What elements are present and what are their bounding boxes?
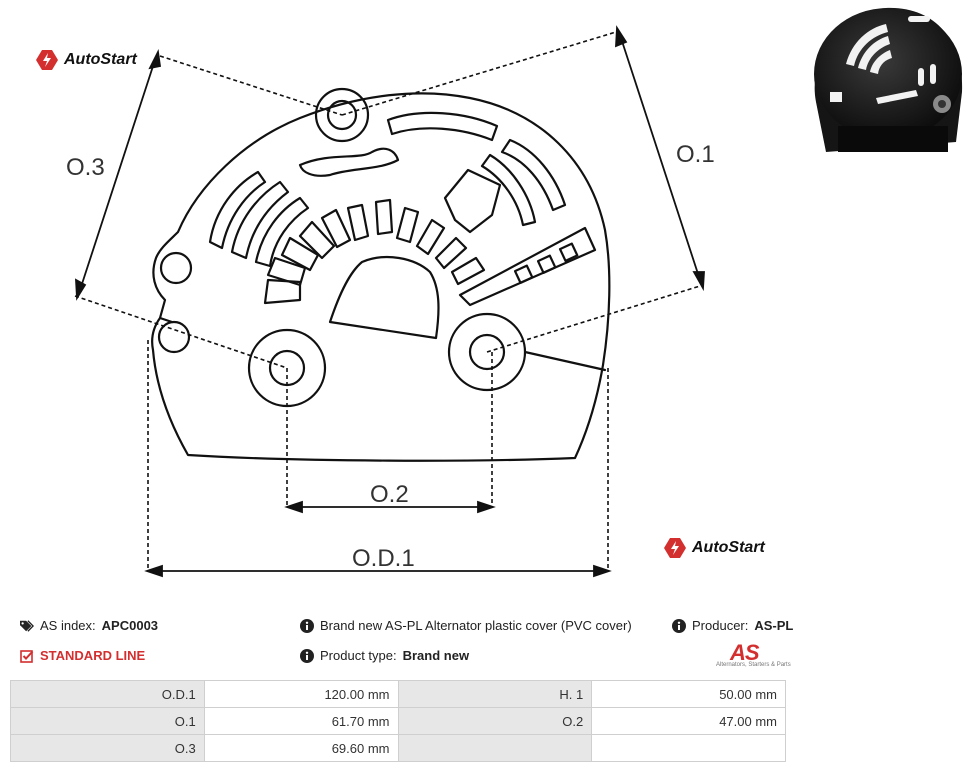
dim-label-od1: O.D.1 (352, 545, 415, 572)
tags-icon (20, 619, 34, 632)
dim-label-o3: O.3 (66, 154, 105, 181)
dim-label-o1: O.1 (676, 141, 715, 168)
spec-key: H. 1 (397, 680, 593, 708)
spec-value: 50.00 mm (591, 680, 786, 708)
table-row: O.D.1 120.00 mm H. 1 50.00 mm (10, 680, 786, 708)
autostart-logo-text: AutoStart (692, 539, 765, 556)
description-text: Brand new AS-PL Alternator plastic cover… (320, 618, 632, 633)
info-icon (300, 618, 314, 633)
checkbox-icon (20, 649, 34, 663)
as-index-label: AS index: (40, 618, 96, 633)
table-row: O.1 61.70 mm O.2 47.00 mm (10, 707, 786, 735)
spec-value: 69.60 mm (203, 734, 399, 762)
autostart-logo-top: AutoStart (36, 50, 137, 70)
spec-key: O.1 (10, 707, 205, 735)
cover-outline (151, 92, 611, 462)
table-row: O.3 69.60 mm (10, 734, 786, 762)
product-type-label: Product type: (320, 648, 397, 663)
producer-value: AS-PL (754, 618, 794, 633)
spec-table: O.D.1 120.00 mm H. 1 50.00 mm O.1 61.70 … (10, 680, 786, 762)
dim-label-o2: O.2 (370, 481, 409, 508)
spec-value: 61.70 mm (203, 707, 399, 735)
producer: Producer: AS-PL (672, 618, 793, 633)
as-pl-logo-tagline: Alternators, Starters & Parts (716, 662, 791, 668)
spec-value (591, 734, 786, 762)
spec-key: O.2 (397, 707, 593, 735)
spec-value: 120.00 mm (203, 680, 399, 708)
autostart-logo-icon (664, 538, 686, 558)
as-pl-logo-mark: AS (730, 640, 760, 665)
info-icon (672, 618, 686, 633)
info-icon (300, 648, 314, 663)
product-type: Product type: Brand new (300, 648, 469, 663)
standard-line-badge: STANDARD LINE (20, 648, 145, 663)
autostart-logo-text: AutoStart (64, 51, 137, 68)
producer-label: Producer: (692, 618, 749, 633)
spec-value: 47.00 mm (591, 707, 786, 735)
as-pl-logo[interactable]: AS Alternators, Starters & Parts (716, 640, 802, 672)
spec-key (397, 734, 593, 762)
spec-key: O.3 (10, 734, 205, 762)
autostart-logo-icon (36, 50, 58, 70)
as-index: AS index: APC0003 (20, 618, 158, 633)
product-type-value: Brand new (402, 648, 470, 663)
product-description: Brand new AS-PL Alternator plastic cover… (300, 618, 632, 633)
standard-line-text: STANDARD LINE (40, 648, 146, 663)
technical-drawing: O.3 O.1 O.2 O.D.1 (66, 25, 715, 578)
spec-key: O.D.1 (10, 680, 205, 708)
as-index-value: APC0003 (101, 618, 159, 633)
autostart-logo-bottom: AutoStart (664, 538, 765, 558)
product-photo (814, 7, 963, 153)
